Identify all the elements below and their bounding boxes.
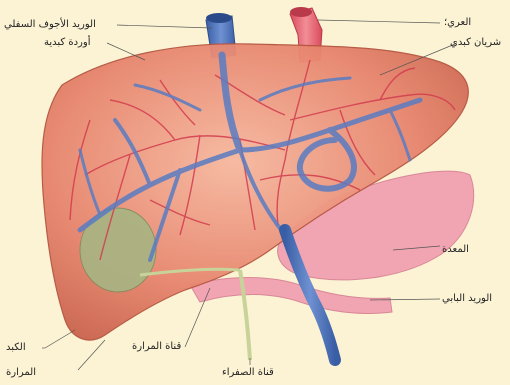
label-hepatic-veins: أوردة كبدية — [44, 37, 90, 49]
label-cystic-duct: قناة المرارة — [132, 341, 181, 353]
duodenum-shape — [190, 278, 392, 314]
label-portal-vein: الوريد البابي — [442, 293, 492, 305]
label-stomach: المعدة — [442, 244, 469, 256]
ivc-opening — [206, 13, 232, 23]
label-ivc: الوريد الأجوف السفلي — [4, 19, 96, 31]
label-gallbladder: المرارة — [6, 367, 36, 379]
aorta-opening — [290, 7, 312, 17]
label-liver: الكبد — [6, 342, 26, 354]
label-bile-duct: قناة الصفراء — [222, 367, 274, 379]
label-hepatic-artery: شريان كبدي — [450, 37, 501, 49]
label-aorta: العري؛ — [444, 17, 471, 29]
